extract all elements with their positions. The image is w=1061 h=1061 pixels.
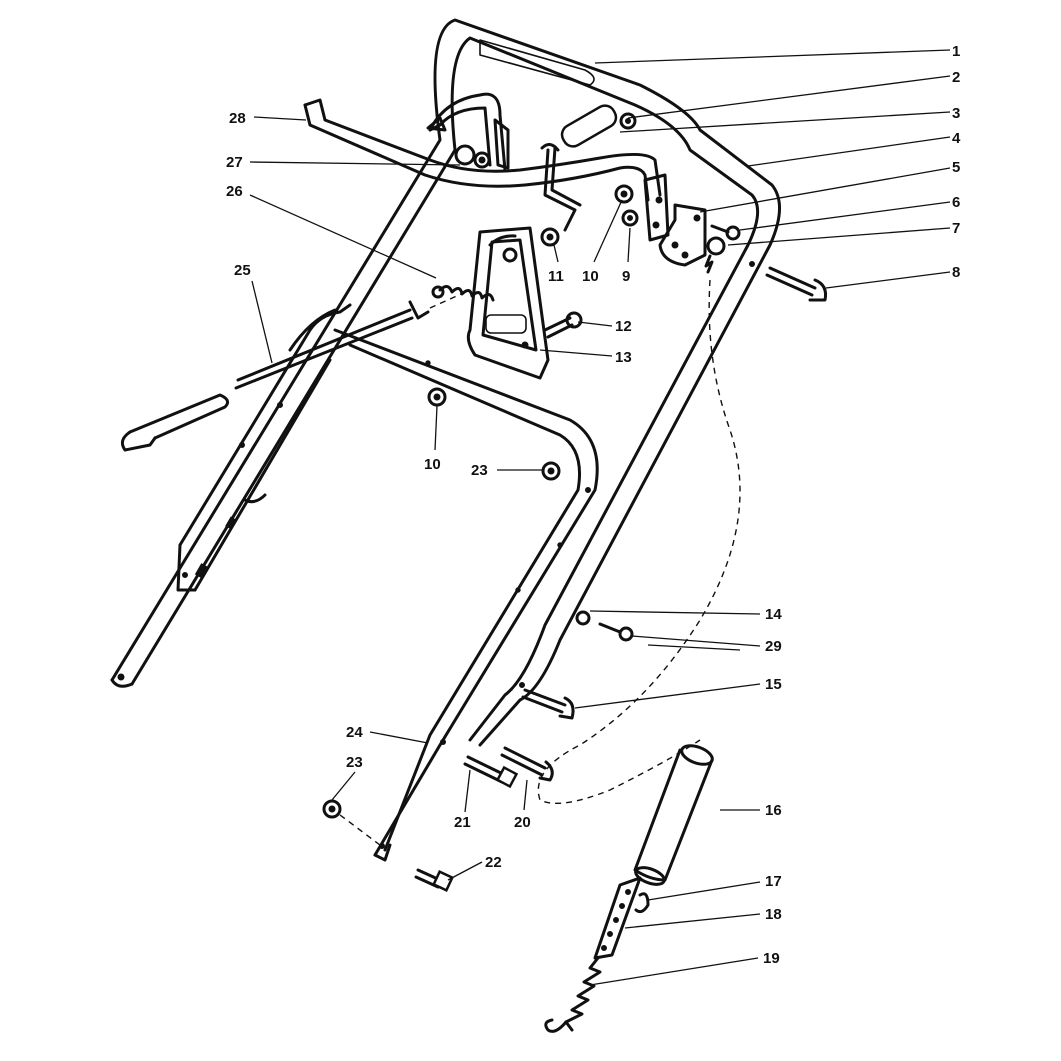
callout-18: 18 <box>765 906 782 923</box>
bracket-hardware <box>614 112 741 274</box>
callout-11: 11 <box>548 268 564 285</box>
screw-12 <box>543 311 583 339</box>
control-panel <box>466 226 550 380</box>
washer-14 <box>575 610 591 626</box>
callout-29: 29 <box>765 638 782 655</box>
bolt-22 <box>414 868 454 892</box>
nut-27 <box>454 144 491 169</box>
callout-10-upper: 10 <box>582 268 599 285</box>
callout-3: 3 <box>952 105 960 122</box>
control-bracket <box>643 173 707 267</box>
nut-23-upper <box>541 461 561 481</box>
callout-4: 4 <box>952 130 961 147</box>
callout-20: 20 <box>514 814 531 831</box>
leader-lines <box>249 49 951 986</box>
callout-22: 22 <box>485 854 502 871</box>
spring-26 <box>431 285 495 302</box>
nut-11 <box>540 227 560 247</box>
nut-10-lower <box>427 387 447 407</box>
callout-17: 17 <box>765 873 782 890</box>
carriage-bolt-8 <box>765 266 827 302</box>
callout-25: 25 <box>234 262 251 279</box>
callout-13: 13 <box>615 349 632 366</box>
spring-19 <box>544 956 602 1033</box>
bolt-21 <box>463 755 519 789</box>
callout-6: 6 <box>952 194 960 211</box>
callout-27: 27 <box>226 154 243 171</box>
callout-9: 9 <box>622 268 630 285</box>
callout-1: 1 <box>952 43 960 60</box>
cable-route <box>537 279 741 805</box>
adjuster-18 <box>593 876 650 960</box>
callout-8: 8 <box>952 264 960 281</box>
grip-16 <box>633 744 714 886</box>
callout-24: 24 <box>346 724 363 741</box>
callout-26: 26 <box>226 183 243 200</box>
callout-23-lower: 23 <box>346 754 363 771</box>
callout-16: 16 <box>765 802 782 819</box>
bolt-20 <box>500 746 554 782</box>
control-bail <box>303 92 662 202</box>
callout-7: 7 <box>952 220 960 237</box>
callout-19: 19 <box>763 950 780 967</box>
callout-14: 14 <box>765 606 782 623</box>
cable-lever <box>540 104 618 232</box>
bolt-15 <box>521 688 575 720</box>
screw-29 <box>598 622 634 642</box>
callout-21: 21 <box>454 814 471 831</box>
callout-12: 12 <box>615 318 632 335</box>
callout-labels: 1 2 3 4 5 6 7 8 9 10 10 11 12 13 14 15 1… <box>226 43 961 967</box>
nut-23-lower <box>322 799 381 846</box>
callout-10-lower: 10 <box>424 456 441 473</box>
callout-28: 28 <box>229 110 246 127</box>
callout-5: 5 <box>952 159 960 176</box>
upper-handle <box>110 18 782 747</box>
callout-2: 2 <box>952 69 960 86</box>
lower-handle <box>176 303 599 862</box>
callout-15: 15 <box>765 676 782 693</box>
callout-23-upper: 23 <box>471 462 488 479</box>
shift-rod <box>120 289 471 452</box>
